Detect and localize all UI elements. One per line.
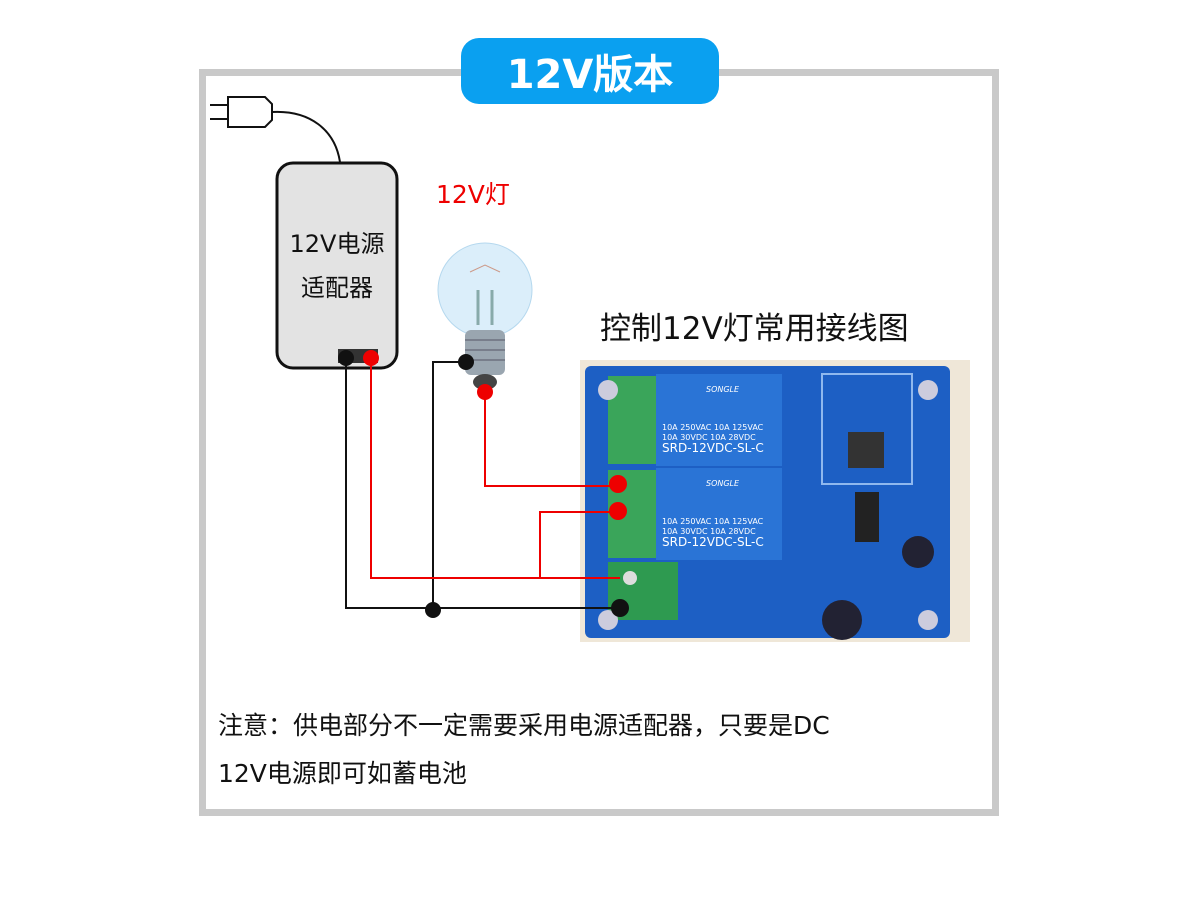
note-line1: 注意：供电部分不一定需要采用电源适配器，只要是DC [218,711,830,740]
adapter-label-line1: 12V电源 [289,230,385,258]
relay-brand-2: SONGLE [706,479,740,488]
connection-dots [338,350,637,618]
bulb-icon [437,242,533,390]
relay-spec2-2: 10A 30VDC 10A 28VDC [662,527,756,536]
relay-model-2: SRD-12VDC-SL-C [662,535,764,549]
relay-model-1: SRD-12VDC-SL-C [662,441,764,455]
lamp-negative-wire [432,361,466,610]
relay-spec1-2: 10A 250VAC 10A 125VAC [662,517,764,526]
adapter-label-line2: 适配器 [301,274,373,302]
negative-wire [345,358,620,609]
relay-brand-1: SONGLE [706,385,740,394]
lamp-label: 12V灯 [436,180,510,209]
positive-wire [370,358,620,579]
plug-icon [210,96,341,163]
power-adapter [275,161,399,370]
diagram-heading: 控制12V灯常用接线图 [600,311,909,347]
note-line2: 12V电源即可如蓄电池 [218,759,467,788]
relay-common-wire [539,511,618,578]
note-text: 注意：供电部分不一定需要采用电源适配器，只要是DC 12V电源即可如蓄电池 [218,702,988,798]
lamp-positive-wire [484,392,618,487]
relay-spec2-1: 10A 30VDC 10A 28VDC [662,433,756,442]
adapter-label: 12V电源 适配器 [277,222,397,310]
relay-spec1-1: 10A 250VAC 10A 125VAC [662,423,764,432]
relay-board: 10A 250VAC 10A 125VAC 10A 30VDC 10A 28VD… [580,360,970,642]
page-title: 12V版本 [461,38,719,104]
